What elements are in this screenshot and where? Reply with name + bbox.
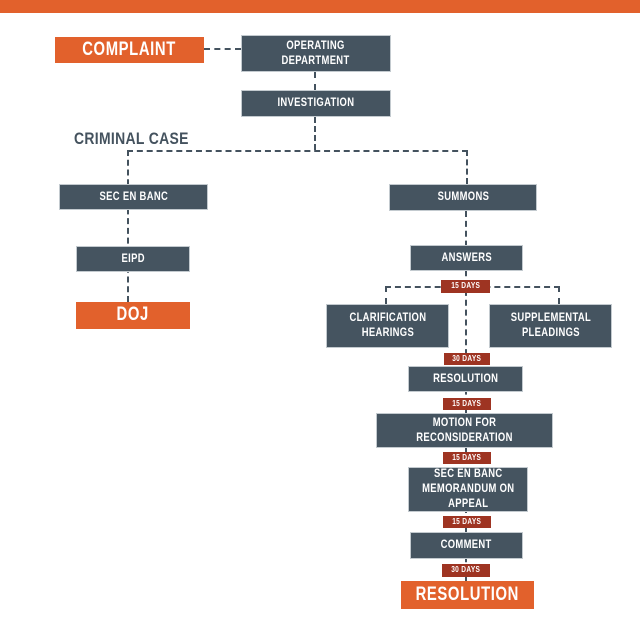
badge-15-days-after-answers: 15 DAYS	[441, 280, 490, 293]
top-accent-bar	[0, 0, 640, 13]
node-final-resolution: RESOLUTION	[401, 581, 534, 609]
node-resolution-label: RESOLUTION	[432, 372, 499, 385]
node-clarification-hearings-label: CLARIFICATION HEARINGS	[349, 312, 426, 339]
node-operating-department: OPERATING DEPARTMENT	[241, 35, 391, 72]
badge-15-days-before-motion: 15 DAYS	[443, 398, 491, 410]
node-comment: COMMENT	[410, 532, 523, 559]
node-summons: SUMMONS	[389, 184, 537, 211]
connector-right-chain	[465, 211, 467, 582]
node-supplemental-pleadings-label: SUPPLEMENTAL PLEADINGS	[510, 312, 591, 339]
node-sec-en-banc-memorandum-on-appeal: SEC EN BANC MEMORANDUM ON APPEAL	[408, 467, 528, 512]
node-complaint: COMPLAINT	[55, 37, 204, 63]
connector-complaint-operating	[204, 48, 241, 50]
connector-split-horizontal	[127, 150, 468, 152]
connector-split-summons	[466, 150, 468, 184]
connector-left-chain	[127, 150, 129, 302]
connector-branch-supplemental	[558, 286, 560, 304]
node-clarification-hearings: CLARIFICATION HEARINGS	[326, 304, 449, 348]
node-sec-en-banc-memorandum-label: SEC EN BANC MEMORANDUM ON APPEAL	[421, 468, 515, 510]
criminal-case-label: CRIMINAL CASE	[74, 129, 189, 148]
node-comment-label: COMMENT	[440, 539, 493, 552]
node-eipd-label: EIPD	[121, 252, 145, 265]
node-final-resolution-label: RESOLUTION	[415, 583, 520, 605]
node-complaint-label: COMPLAINT	[82, 38, 177, 60]
node-sec-en-banc: SEC EN BANC	[59, 184, 208, 210]
badge-30-days-before-resolution: 30 DAYS	[444, 353, 490, 365]
node-summons-label: SUMMONS	[437, 191, 489, 204]
connector-operating-investigation	[314, 72, 316, 90]
node-operating-department-label: OPERATING DEPARTMENT	[281, 39, 351, 67]
node-resolution: RESOLUTION	[408, 366, 523, 392]
connector-branch-clarification	[385, 286, 387, 304]
node-eipd: EIPD	[76, 246, 190, 272]
node-doj-label: DOJ	[116, 304, 150, 326]
node-motion-for-reconsideration: MOTION FOR RECONSIDERATION	[376, 413, 553, 448]
node-motion-for-reconsideration-label: MOTION FOR RECONSIDERATION	[416, 416, 513, 444]
badge-15-days-before-memorandum: 15 DAYS	[443, 452, 491, 464]
node-answers-label: ANSWERS	[441, 251, 492, 264]
node-investigation: INVESTIGATION	[241, 90, 391, 117]
node-sec-en-banc-label: SEC EN BANC	[99, 190, 168, 203]
connector-investigation-split	[314, 117, 316, 150]
badge-15-days-before-comment: 15 DAYS	[443, 516, 491, 528]
node-supplemental-pleadings: SUPPLEMENTAL PLEADINGS	[489, 304, 612, 348]
node-investigation-label: INVESTIGATION	[277, 97, 355, 110]
node-doj: DOJ	[76, 302, 190, 329]
node-answers: ANSWERS	[410, 245, 523, 271]
badge-30-days-before-final-resolution: 30 DAYS	[442, 564, 490, 577]
